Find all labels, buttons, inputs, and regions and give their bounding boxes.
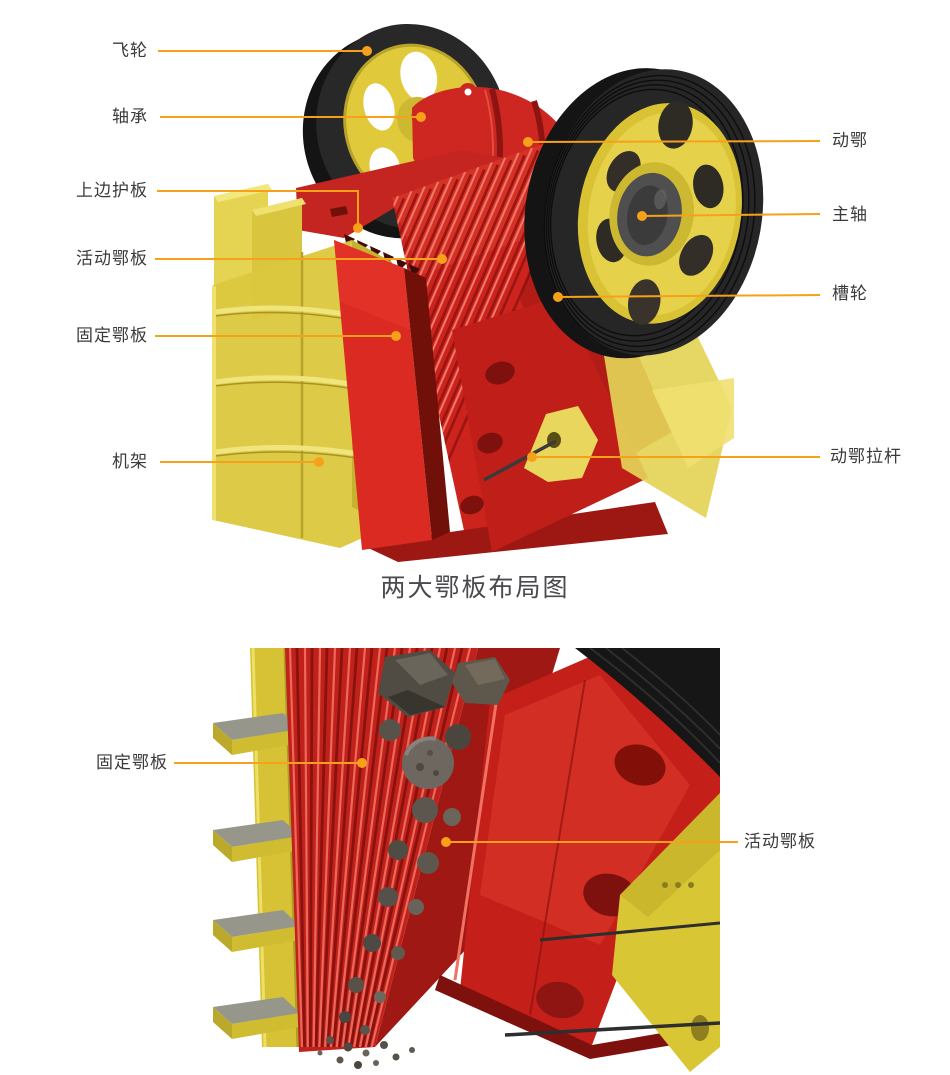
tension-rod-closeup-2 <box>504 1021 720 1037</box>
frame-column <box>250 648 300 1048</box>
base-brackets <box>483 296 734 518</box>
label-fixed-jaw-plate: 固定鄂板 <box>76 326 148 345</box>
movable-jaw-top <box>412 83 580 215</box>
label-sheave: 槽轮 <box>832 284 868 303</box>
label-movable-jaw-plate-closeup: 活动鄂板 <box>744 832 816 851</box>
base-bracket-closeup <box>504 793 720 1072</box>
label-movable-jaw: 动鄂 <box>832 131 868 150</box>
crushing-chamber <box>375 648 560 1047</box>
frame-shelves <box>213 713 300 1039</box>
leader-movable-jaw <box>527 140 821 143</box>
pitman-lower-wedge <box>452 296 648 552</box>
leader-main-shaft <box>641 213 821 217</box>
machine-bottom <box>362 502 668 562</box>
right-flywheel <box>524 68 764 359</box>
jaw-teeth <box>344 234 420 277</box>
fixed-jaw-plate <box>334 240 450 550</box>
left-flywheel <box>302 23 508 239</box>
section-title: 两大鄂板布局图 <box>380 574 570 602</box>
movable-jaw-closeup <box>435 648 720 1059</box>
flywheel-edge <box>575 648 720 777</box>
fixed-jaw-plate-closeup <box>285 648 478 1052</box>
leader-upper-side-guard <box>157 190 359 228</box>
falling-rocks <box>317 650 510 1069</box>
hopper-wall <box>296 150 548 238</box>
jaw-crusher-illustration <box>212 23 764 562</box>
machine-frame <box>212 184 392 548</box>
label-flywheel: 飞轮 <box>112 41 148 60</box>
label-machine-frame: 机架 <box>112 452 148 471</box>
label-tension-rod: 动鄂拉杆 <box>830 447 902 466</box>
tension-rod <box>483 439 557 482</box>
label-main-shaft: 主轴 <box>832 205 868 224</box>
label-movable-jaw-plate: 活动鄂板 <box>76 249 148 268</box>
label-fixed-jaw-plate-closeup: 固定鄂板 <box>96 753 168 772</box>
movable-jaw-ribbed-face <box>392 143 672 549</box>
label-upper-side-guard: 上边护板 <box>76 181 148 200</box>
label-bearing: 轴承 <box>112 107 148 126</box>
tension-rod-closeup <box>539 921 720 942</box>
jaw-plates-closeup <box>213 648 720 1072</box>
leader-sheave <box>557 294 821 298</box>
